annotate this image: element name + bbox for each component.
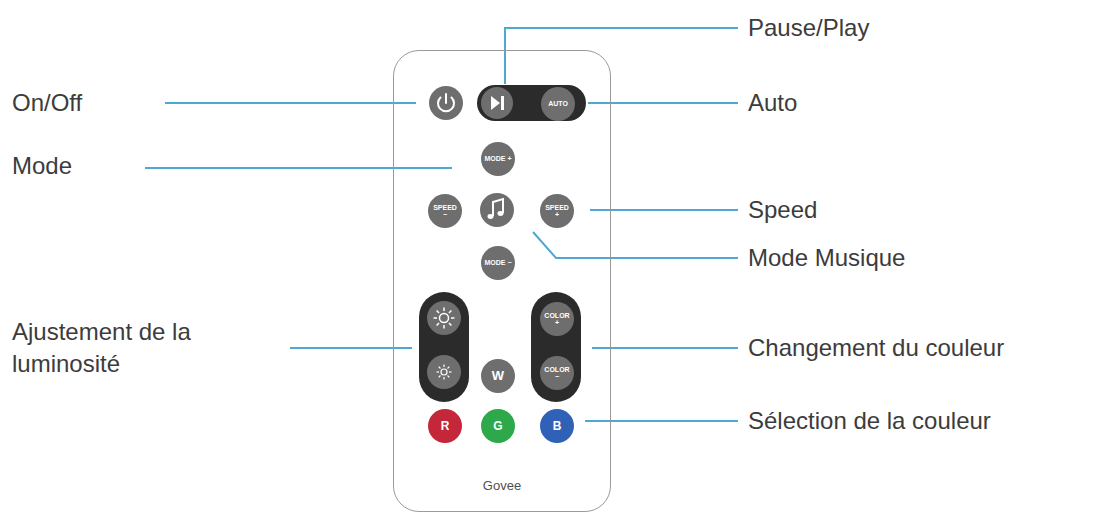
button-label: G [493, 420, 502, 433]
leader-line [590, 209, 738, 211]
music-button [480, 193, 514, 227]
sun-ray [437, 371, 440, 372]
remote-button: SPEED + [540, 194, 574, 228]
remote-button: AUTO [541, 87, 575, 121]
sun-ray [439, 376, 441, 378]
brand-name: Govee [394, 478, 610, 493]
brightness-up-button [427, 301, 461, 335]
button-pill [477, 85, 586, 121]
button-label: W [492, 369, 504, 383]
callout-label: Auto [748, 87, 797, 119]
button-label: R [441, 420, 450, 433]
leader-line [592, 347, 738, 349]
sun-ray [443, 308, 445, 312]
remote-button: B [540, 409, 574, 443]
leader-line [145, 167, 452, 169]
callout-label: Changement du couleur [748, 332, 1004, 364]
music-icon [498, 211, 504, 216]
remote-button: MODE + [481, 142, 515, 176]
sun-ray [434, 317, 438, 319]
button-pill [419, 292, 469, 402]
callout-label: Mode Musique [748, 242, 905, 274]
button-label: MODE − [484, 259, 511, 266]
callout-label: Pause/Play [748, 12, 869, 44]
sun-ray [439, 367, 441, 369]
sun-ray [449, 323, 451, 325]
button-label: AUTO [548, 100, 568, 107]
sun-ray [437, 311, 439, 313]
power-icon [445, 94, 447, 103]
button-pill [531, 292, 581, 402]
leader-lines [145, 28, 738, 421]
button-label: COLOR + [543, 312, 571, 327]
leader-line [585, 420, 738, 422]
sun-ray [437, 323, 439, 325]
remote-button: G [481, 409, 515, 443]
sun-ray [451, 317, 455, 319]
button-label: MODE + [484, 155, 511, 162]
button-label: SPEED + [543, 204, 571, 219]
sun-rays [434, 308, 455, 329]
sun-icon [440, 314, 449, 323]
remote-body: Govee AUTO MODE + SPEED − SPEED + MODE − COLOR… [393, 50, 611, 512]
button-label: SPEED − [431, 204, 459, 219]
music-icon [493, 199, 503, 216]
remote-button: SPEED − [428, 194, 462, 228]
pause-icon [501, 96, 504, 110]
sun-ray [449, 371, 452, 372]
brightness-down-button [427, 355, 461, 389]
callout-label: On/Off [12, 87, 82, 119]
leader-line [533, 232, 738, 258]
remote-button: W [481, 359, 515, 393]
sun-ray [448, 376, 450, 378]
remote-button: COLOR − [540, 356, 574, 390]
sun-ray [443, 325, 445, 329]
power-button [429, 86, 463, 120]
remote-button: R [428, 409, 462, 443]
remote-button: COLOR + [540, 302, 574, 336]
button-label: B [553, 420, 562, 433]
leader-line [165, 102, 416, 104]
callout-label: Sélection de la couleur [748, 405, 991, 437]
sun-ray [449, 311, 451, 313]
callout-label: Speed [748, 194, 817, 226]
remote-button: MODE − [481, 246, 515, 280]
button-label: COLOR − [543, 366, 571, 381]
callout-label: Ajustement de la luminosité [12, 316, 252, 380]
sun-icon [441, 369, 447, 375]
leader-line [505, 28, 738, 84]
music-icon [488, 214, 494, 219]
sun-rays [437, 365, 452, 380]
sun-ray [448, 367, 450, 369]
play-button [481, 87, 513, 119]
sun-ray [443, 377, 444, 380]
sun-ray [443, 365, 444, 368]
play-icon [491, 96, 500, 110]
callout-label: Mode [12, 150, 72, 182]
